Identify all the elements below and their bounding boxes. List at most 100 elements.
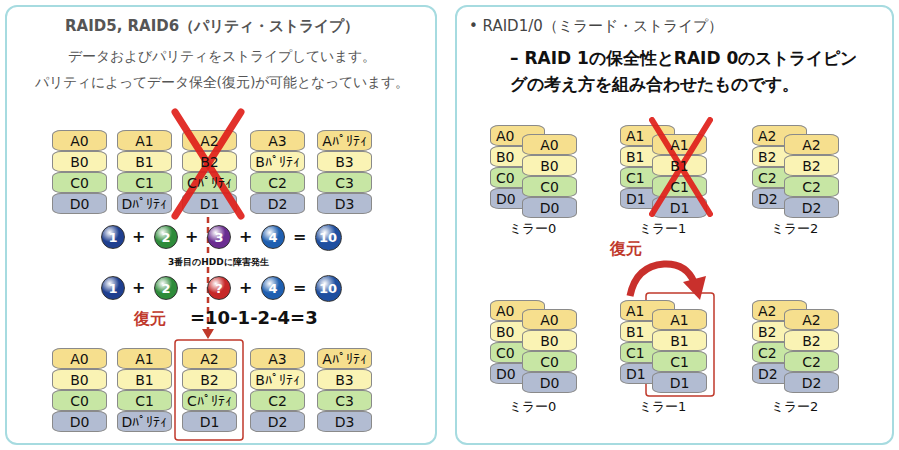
disk-stripe: B0 <box>522 330 577 351</box>
stripe-label: A0 <box>496 304 514 318</box>
stripe-label: B1 <box>670 334 689 348</box>
disk-stripe: B0 <box>52 369 107 390</box>
stripe-label: B1 <box>670 159 689 173</box>
disk-stripe: B2 <box>784 330 839 351</box>
number-circle: 4 <box>261 225 285 249</box>
stripe-label: B2 <box>802 159 821 173</box>
number-circle: 10 <box>315 224 342 251</box>
disk-stripe: Cﾊﾟﾘﾃｨ <box>182 390 237 411</box>
number-circle: 3 <box>207 225 231 249</box>
disk-stripe: Aﾊﾟﾘﾃｨ <box>317 348 372 369</box>
circle-number: 2 <box>161 282 170 295</box>
disk-stripe: D1 <box>182 411 237 432</box>
stripe-label: D0 <box>540 201 560 215</box>
stripe-label: C0 <box>70 176 89 190</box>
annotation-label: ミラー2 <box>771 222 818 237</box>
disk-stripe: Bﾊﾟﾘﾃｨ <box>250 151 305 172</box>
circle-number: ? <box>215 282 223 295</box>
stripe-label: A2 <box>758 304 776 318</box>
stripe-label: D0 <box>540 376 560 390</box>
stripe-label: B1 <box>135 155 154 169</box>
annotation-label: 3番目のHDDに障害発生 <box>165 257 272 267</box>
circle-number: 10 <box>319 231 337 244</box>
disk-stripe: A1 <box>652 134 707 155</box>
annotation-label: 復元 <box>134 310 166 328</box>
stripe-label: A1 <box>670 313 688 327</box>
annotation-label: = <box>293 228 306 246</box>
annotation-label: =10-1-2-4=3 <box>190 308 318 329</box>
disk-stripe: D0 <box>52 411 107 432</box>
stripe-label: D2 <box>268 415 288 429</box>
stripe-label: C1 <box>670 355 689 369</box>
number-circle: 1 <box>101 225 125 249</box>
stripe-label: B2 <box>758 325 777 339</box>
number-circle: 2 <box>154 276 178 300</box>
restore-curved-arrow <box>630 264 694 296</box>
stripe-label: D2 <box>758 367 778 381</box>
disk-stripe: C3 <box>317 172 372 193</box>
disk-stripe: Dﾊﾟﾘﾃｨ <box>117 193 172 214</box>
stripe-label: Cﾊﾟﾘﾃｨ <box>187 176 232 190</box>
stripe-label: D1 <box>626 367 646 381</box>
stripe-label: D0 <box>70 415 90 429</box>
stripe-label: D0 <box>496 192 516 206</box>
disk-stripe: C0 <box>522 351 577 372</box>
annotation-label: + <box>132 228 145 246</box>
disk-stripe: Cﾊﾟﾘﾃｨ <box>182 172 237 193</box>
disk-stripe: Dﾊﾟﾘﾃｨ <box>117 411 172 432</box>
disk-stripe: D1 <box>182 193 237 214</box>
stripe-label: B0 <box>496 325 515 339</box>
disk-stripe: A2 <box>182 348 237 369</box>
disk-stripe: B1 <box>652 330 707 351</box>
circle-number: 10 <box>319 282 337 295</box>
panel-title: • RAID1/0（ミラード・ストライプ） <box>469 16 869 36</box>
stripe-label: A3 <box>268 134 286 148</box>
disk-stripe: C2 <box>250 390 305 411</box>
panel-description: データおよびパリティをストライプしています。 パリティによってデータ保全(復元)… <box>17 43 427 95</box>
disk-stripe: A1 <box>117 130 172 151</box>
stripe-label: C1 <box>626 346 645 360</box>
annotation-label: ミラー0 <box>509 400 556 415</box>
disk-stripe: A1 <box>652 309 707 330</box>
disk-stripe: B1 <box>652 155 707 176</box>
stripe-label: B3 <box>335 373 354 387</box>
stripe-label: Bﾊﾟﾘﾃｨ <box>255 373 300 387</box>
stripe-label: C1 <box>670 180 689 194</box>
stripe-label: A0 <box>496 129 514 143</box>
number-circle: 10 <box>315 275 342 302</box>
circle-number: 2 <box>161 231 170 244</box>
disk-stripe: C2 <box>784 351 839 372</box>
restore-arrowhead <box>202 329 214 339</box>
circle-number: 3 <box>214 231 223 244</box>
disk-stripe: D3 <box>317 193 372 214</box>
stripe-label: D2 <box>802 201 822 215</box>
stripe-label: Bﾊﾟﾘﾃｨ <box>255 155 300 169</box>
failure-cross <box>175 112 241 216</box>
disk-stripe: B0 <box>522 155 577 176</box>
disk-stripe: A0 <box>522 309 577 330</box>
annotation-label: + <box>239 228 252 246</box>
stripe-label: B0 <box>70 373 89 387</box>
stripe-label: D1 <box>670 376 690 390</box>
stripe-label: B0 <box>540 159 559 173</box>
stripe-label: B2 <box>200 373 219 387</box>
stripe-label: A3 <box>268 352 286 366</box>
panel-description: – RAID 1の保全性とRAID 0のストライピングの考え方を組み合わせたもの… <box>510 45 860 97</box>
circle-number: 1 <box>108 282 117 295</box>
stripe-label: C0 <box>70 394 89 408</box>
disk-stripe: C1 <box>117 172 172 193</box>
stripe-label: A0 <box>540 138 558 152</box>
disk-stripe: C0 <box>522 176 577 197</box>
disk-stripe: D0 <box>52 193 107 214</box>
disk-stripe: C1 <box>117 390 172 411</box>
stripe-label: Dﾊﾟﾘﾃｨ <box>122 197 168 211</box>
disk-stripe: D0 <box>522 197 577 218</box>
stripe-label: A0 <box>70 352 88 366</box>
disk-stripe: D0 <box>522 372 577 393</box>
disk-stripe: A2 <box>784 134 839 155</box>
disk-stripe: B2 <box>182 369 237 390</box>
annotation-label: ミラー1 <box>639 400 686 415</box>
disk-stripe: D1 <box>652 372 707 393</box>
stripe-label: Aﾊﾟﾘﾃｨ <box>322 352 367 366</box>
stripe-label: A2 <box>200 352 218 366</box>
